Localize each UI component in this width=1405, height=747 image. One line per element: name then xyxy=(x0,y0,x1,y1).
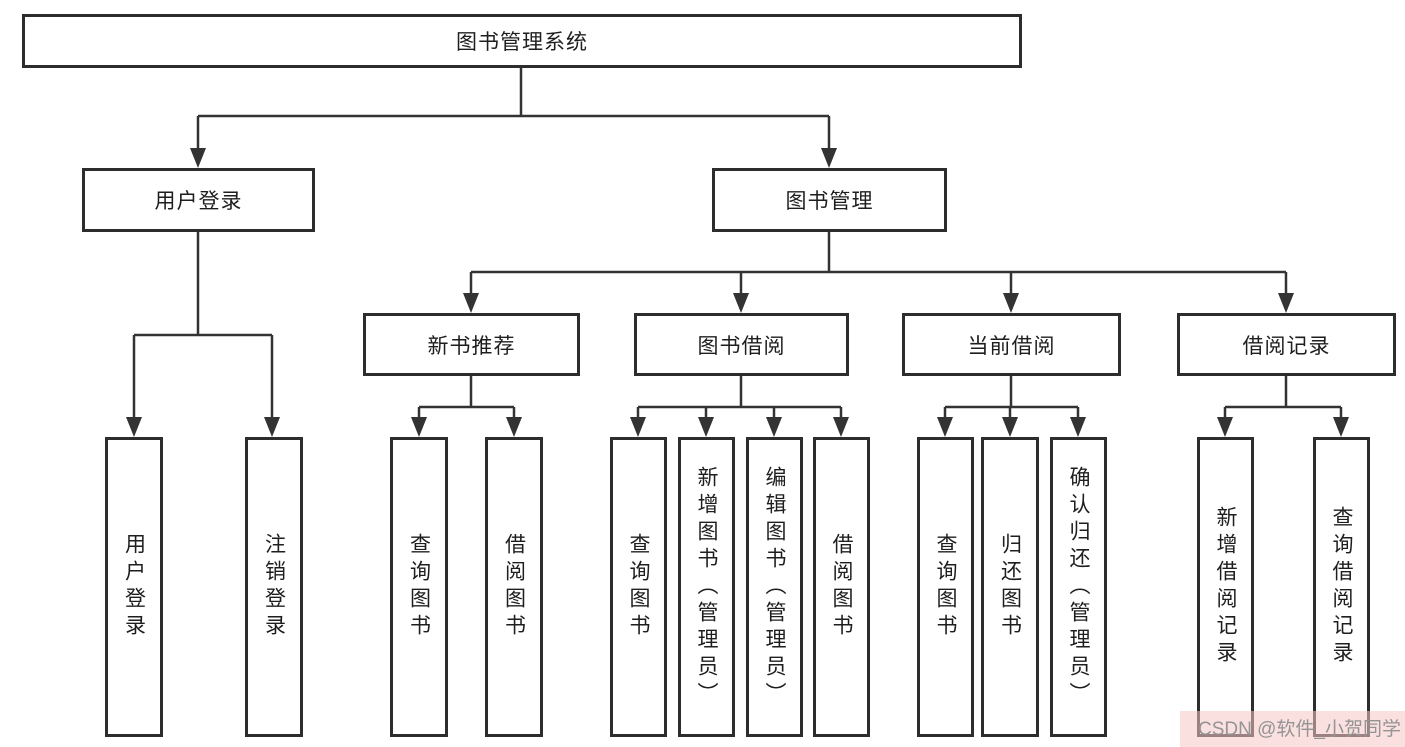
leaf-confirm-return-admin: 确认归还（管理员） xyxy=(1050,437,1107,737)
leaf-query-books-recommend: 查询图书 xyxy=(390,437,448,737)
node-library-management-system: 图书管理系统 xyxy=(22,14,1022,68)
node-current-borrowing: 当前借阅 xyxy=(902,313,1121,376)
leaf-borrow-books: 借阅图书 xyxy=(813,437,870,737)
watermark: CSDN @软件_小贺同学 xyxy=(1198,719,1401,740)
leaf-query-books-current: 查询图书 xyxy=(917,437,974,737)
leaf-user-login: 用户登录 xyxy=(105,437,163,737)
leaf-add-borrow-record: 新增借阅记录 xyxy=(1197,437,1254,737)
leaf-edit-books-admin: 编辑图书（管理员） xyxy=(746,437,803,737)
node-user-login: 用户登录 xyxy=(82,168,315,232)
watermark-background xyxy=(1180,711,1405,747)
leaf-logout: 注销登录 xyxy=(245,437,303,737)
node-new-book-recommend: 新书推荐 xyxy=(363,313,580,376)
node-book-borrowing: 图书借阅 xyxy=(634,313,849,376)
leaf-return-books: 归还图书 xyxy=(981,437,1039,737)
leaf-query-borrow-record: 查询借阅记录 xyxy=(1313,437,1370,737)
leaf-add-books-admin: 新增图书（管理员） xyxy=(678,437,735,737)
node-borrowing-records: 借阅记录 xyxy=(1177,313,1396,376)
arrowheads xyxy=(126,148,1349,437)
leaf-borrow-books-recommend: 借阅图书 xyxy=(485,437,543,737)
leaf-query-books-borrowing: 查询图书 xyxy=(610,437,667,737)
node-book-management: 图书管理 xyxy=(712,168,947,232)
